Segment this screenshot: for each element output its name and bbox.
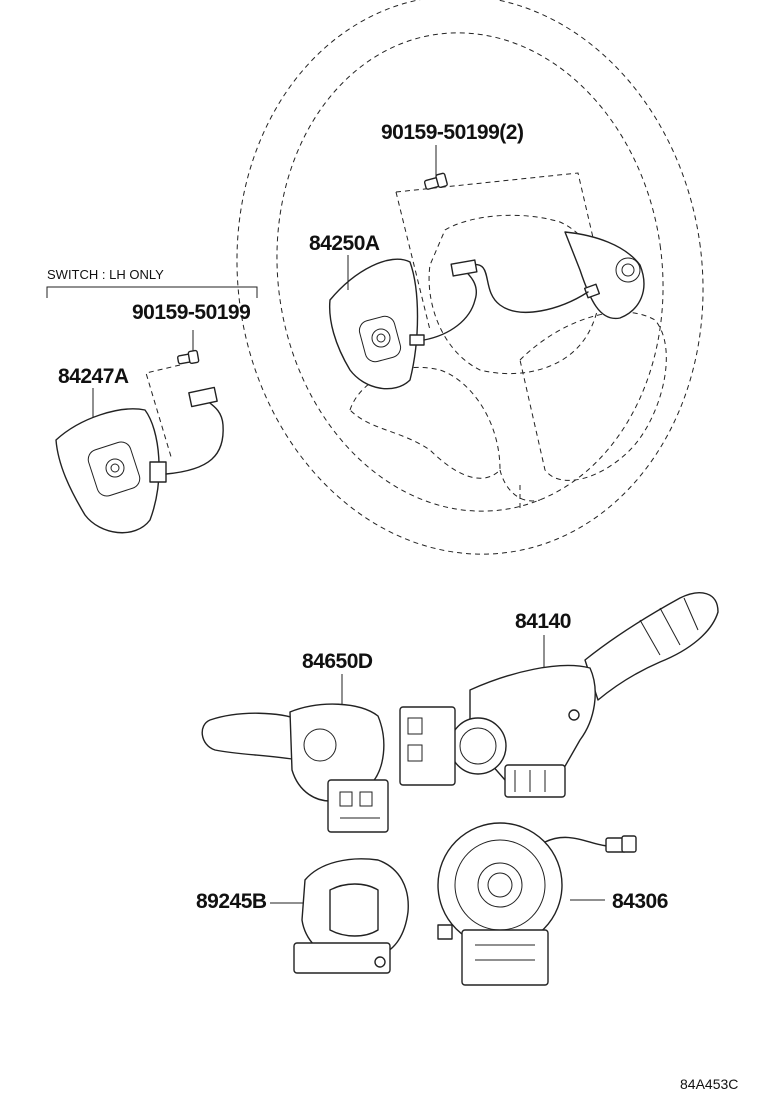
bolt-icon-left xyxy=(145,330,200,461)
lever-switch-84650d xyxy=(201,674,389,833)
steering-wheel-outline xyxy=(236,0,704,555)
part-label-bolt-qty: 90159-50199(2) xyxy=(381,121,524,144)
sensor-89245b xyxy=(270,858,409,974)
diagram-code: 84A453C xyxy=(680,1076,739,1092)
part-label-switch-84247a: 84247A xyxy=(58,365,129,388)
switch-84247a xyxy=(55,386,224,534)
part-label-89245b: 89245B xyxy=(196,890,267,913)
lh-only-bracket xyxy=(46,286,258,298)
bolt-icon-top xyxy=(423,172,448,190)
left-steering-switch xyxy=(328,255,478,390)
part-label-switch-84250a: 84250A xyxy=(309,232,380,255)
right-steering-switch xyxy=(469,231,645,320)
part-label-bolt-single: 90159-50199 xyxy=(132,301,251,324)
bolt-leader-lines xyxy=(395,145,605,331)
part-label-84306: 84306 xyxy=(612,890,668,913)
note-lh-only: SWITCH : LH ONLY xyxy=(47,267,164,282)
part-label-84140: 84140 xyxy=(515,610,571,633)
combination-switch-84140 xyxy=(399,592,719,798)
spiral-cable-84306 xyxy=(437,822,637,986)
part-label-84650d: 84650D xyxy=(302,650,373,673)
